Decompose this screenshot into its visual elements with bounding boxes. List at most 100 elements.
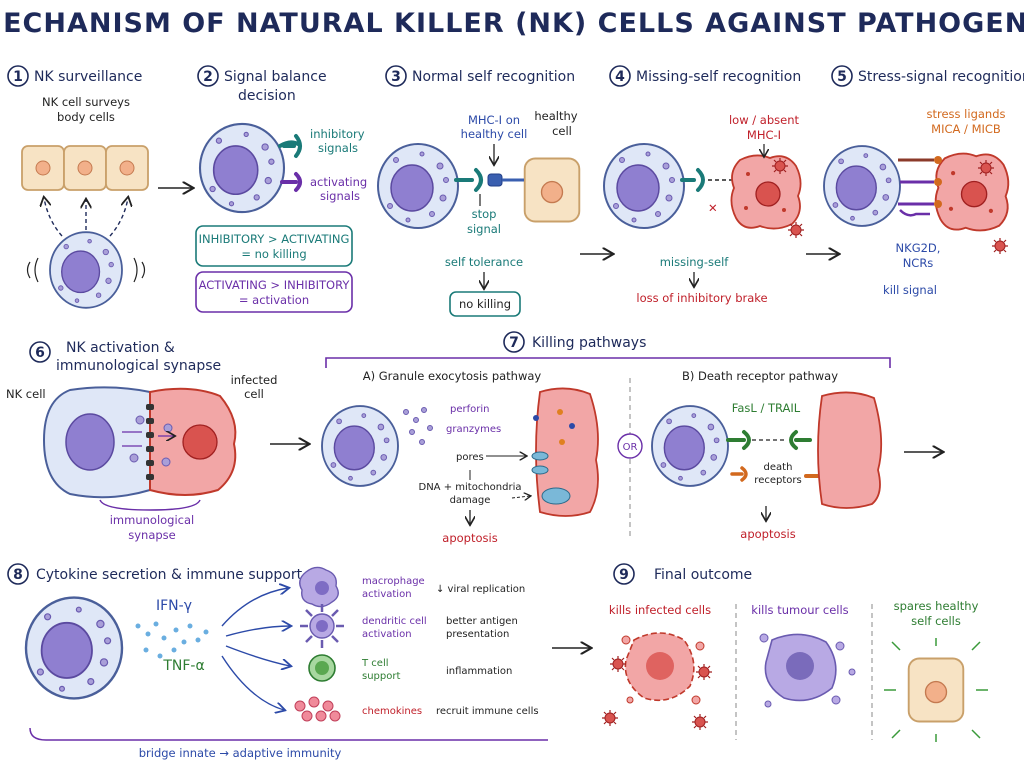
nk-cell-icon [24,596,124,700]
fasl-label: FasL / TRAIL [732,401,801,415]
loss-of-brake-label: loss of inhibitory brake [636,291,767,305]
infected-cell-icon [730,154,802,230]
nk-cell-icon [603,143,685,229]
virus-icon [977,159,995,177]
macrophage-icon [299,566,339,608]
effector-label: activation [362,589,412,600]
panel-number: 3 [391,69,401,85]
virus-icon [771,157,789,175]
effector-label: T cell [361,658,389,669]
inhibitory-signals-label: signals [318,141,358,155]
tumour-cell-icon [759,633,856,708]
virus-icon [691,713,709,731]
panel-heading: Normal self recognition [412,69,575,85]
panel-activation-synapse: 6 NK activation & immunological synapse … [6,340,277,542]
page-title: MECHANISM OF NATURAL KILLER (NK) CELLS A… [0,8,1024,39]
dna-damage-label: DNA + mitochondria [419,482,522,493]
panel-number: 4 [615,69,625,85]
apoptosis-a-label: apoptosis [442,531,497,545]
stop-signal-label: stop [472,207,497,221]
infected-cell-icon [934,152,1010,232]
nkg2d-label: NCRs [903,256,934,270]
virus-icon [787,221,805,239]
infected-cell-label: cell [244,387,264,401]
panel-normal-self: 3 Normal self recognition MHC-I on healt… [377,65,581,317]
perforin-label: perforin [450,404,489,415]
or-label: OR [623,442,638,453]
nk-cell-icon [198,122,286,214]
missing-self-label: missing-self [660,255,730,269]
infected-cell-icon [817,391,883,509]
nk-cell-icon [651,405,729,487]
outcome-infected-label: kills infected cells [609,603,711,617]
inhibitory-box-text: INHIBITORY > ACTIVATING [199,232,350,246]
pathway-a-title: A) Granule exocytosis pathway [363,369,542,383]
effector-label: macrophage [362,576,425,587]
effector-label: activation [362,629,412,640]
panel-heading: Missing-self recognition [636,69,801,85]
healthy-cell-icon [523,157,581,223]
infected-cell-icon [535,387,599,517]
panel-heading: Signal balance [224,69,327,85]
t-cell-icon [308,654,336,682]
effect-text: recruit immune cells [436,706,539,717]
panel-heading: NK activation & [66,340,175,356]
panel-heading: Cytokine secretion & immune support [36,567,303,583]
panel-cytokine-secretion: 8 Cytokine secretion & immune support IF… [7,563,548,760]
tnf-label: TNF-α [162,658,204,674]
stop-signal-label: signal [467,222,501,236]
panel-heading: decision [238,88,296,104]
panel-heading: immunological synapse [56,358,221,374]
effect-text: better antigen [446,616,518,627]
activating-box-text: = activation [239,293,309,307]
panel-number: 8 [13,567,23,583]
pores-label: pores [456,452,484,463]
activating-box-text: ACTIVATING > INHIBITORY [199,278,351,292]
ifn-label: IFN-γ [156,598,192,614]
panel-nk-surveillance: 1 NK surveillance NK cell surveys body c… [7,65,149,309]
healthy-cell-icon [907,657,965,723]
effect-text: ↓ viral replication [436,584,525,595]
effector-label: dendritic cell [362,616,427,627]
nk-cell-icon [321,405,399,487]
panel-heading: NK surveillance [34,69,142,85]
granzymes-label: granzymes [446,424,501,435]
nkg2d-label: NKG2D, [896,241,941,255]
panel-note: body cells [57,110,115,124]
nk-cell-icon [377,143,459,229]
panel-number: 1 [13,69,23,85]
synapse-label: immunological [110,513,195,527]
panel-signal-balance: 2 Signal balance decision inhibitory sig… [195,65,367,313]
kill-signal-label: kill signal [883,283,937,297]
low-mhc-label: MHC-I [747,128,781,142]
panel-killing-pathways: 7 Killing pathways A) Granule exocytosis… [321,331,891,545]
mhc-label: healthy cell [461,127,528,141]
no-killing-box [449,291,521,317]
effector-label: chemokines [362,706,422,717]
virus-icon [695,663,713,681]
panel-number: 2 [203,69,213,85]
activating-box [195,271,353,313]
effector-label: support [362,671,400,682]
panel-note: NK cell surveys [42,95,130,109]
panel-number: 7 [509,335,519,351]
self-tolerance-label: self tolerance [445,255,523,269]
bridge-label: bridge innate → adaptive immunity [139,746,342,760]
dna-damage-label: damage [450,495,491,506]
outcome-healthy-label: spares healthy [894,599,979,613]
infected-cell-label: infected [231,373,278,387]
death-receptors-label: receptors [754,475,801,486]
panel-stress-signal: 5 Stress-signal recognition stress ligan… [823,65,1024,297]
activating-signals-label: signals [320,189,360,203]
chemokines-icon [294,696,341,722]
panel-heading: Final outcome [654,567,752,583]
pathway-b-title: B) Death receptor pathway [682,369,838,383]
no-killing-text: no killing [459,297,511,311]
healthy-cell-label: cell [552,124,572,138]
inhibitory-signals-label: inhibitory [310,127,365,141]
nk-cell-icon [49,231,123,309]
panel-heading: Stress-signal recognition [858,69,1024,85]
low-mhc-label: low / absent [729,113,800,127]
dendritic-cell-icon [300,604,344,648]
panel-final-outcome: 9 Final outcome kills infected cells kil… [601,563,988,742]
